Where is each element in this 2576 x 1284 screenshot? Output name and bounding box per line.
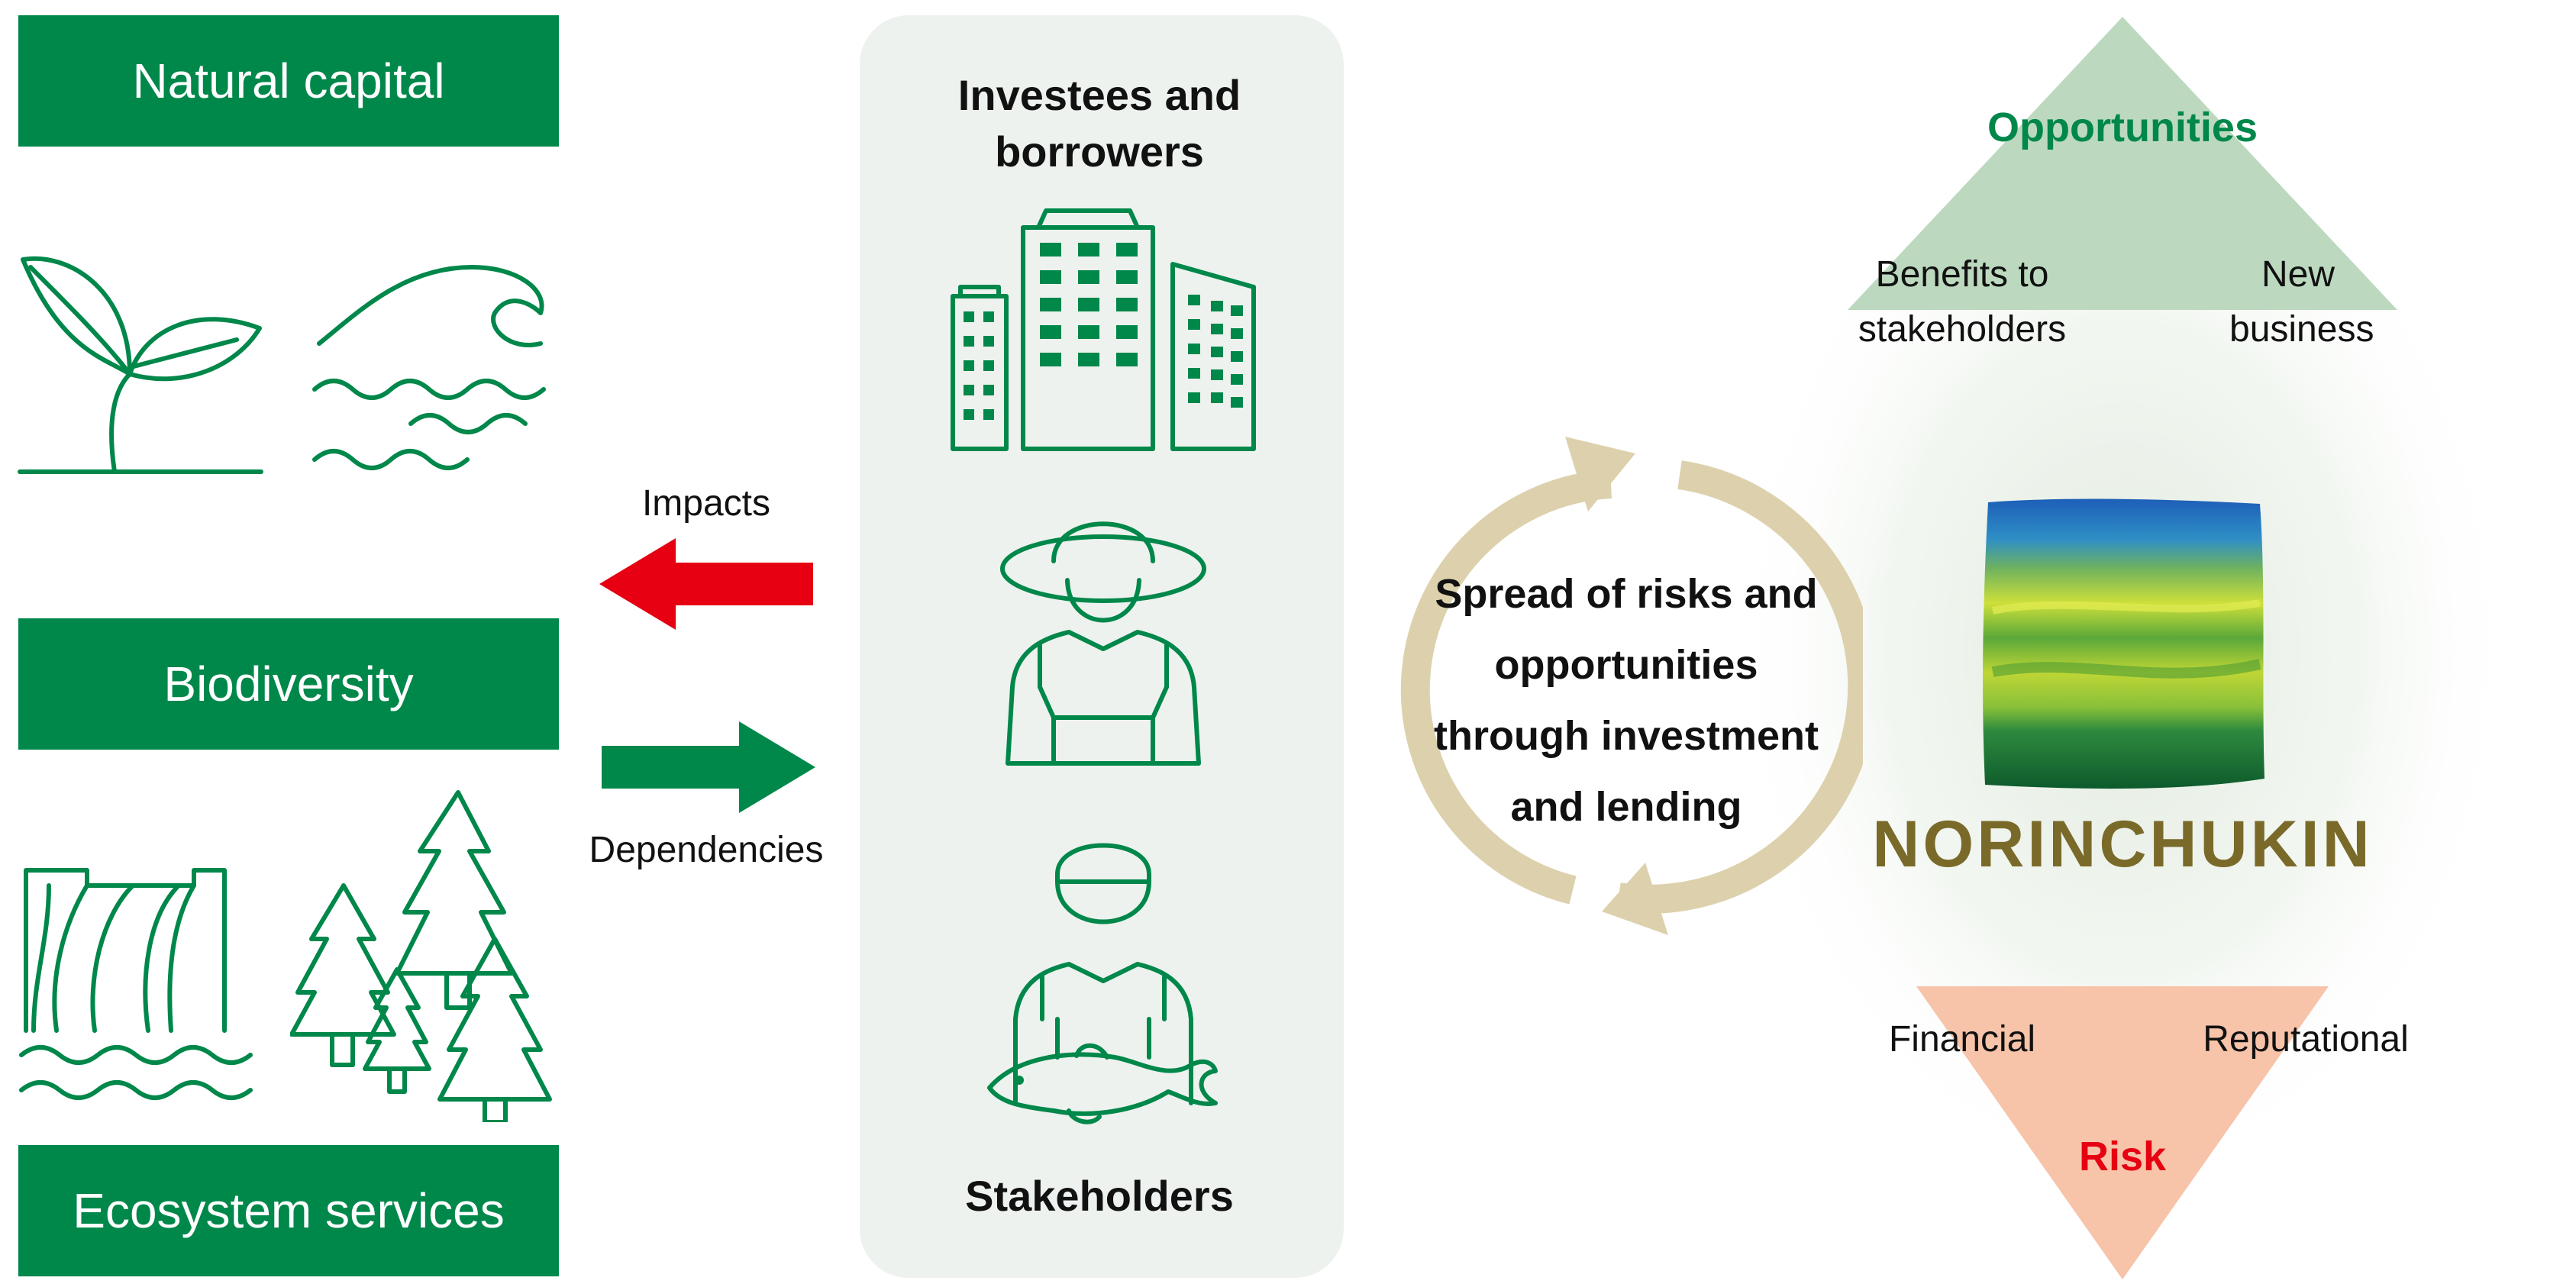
landscape-painting [1983, 498, 2264, 789]
risk-triangle [1916, 986, 2329, 1279]
risk-label: Risk [2078, 1134, 2167, 1179]
reputational-label: Reputational [2203, 1019, 2409, 1060]
stakeholders-label: Stakeholders [965, 1172, 1234, 1220]
opportunities-triangle [1848, 17, 2397, 310]
impacts-arrow [599, 538, 813, 630]
fisherman-icon [987, 843, 1218, 1124]
farmer-icon [1000, 521, 1206, 766]
impacts-label: Impacts [641, 483, 771, 524]
benefits-label: Benefits to stakeholders [1858, 254, 2067, 350]
natural-capital-label: Natural capital [132, 53, 445, 108]
wave-icon [312, 265, 546, 470]
dependencies-label: Dependencies [589, 830, 824, 870]
ecosystem-services-label: Ecosystem services [73, 1183, 505, 1238]
ecosystem-services-box: Ecosystem services [18, 1145, 559, 1276]
opportunities-label: Opportunities [1987, 105, 2258, 150]
investees-label: Investees and borrowers [957, 71, 1241, 176]
natural-capital-box: Natural capital [18, 15, 559, 147]
new-business-label: New business [2229, 254, 2374, 350]
cycle-arrows [1400, 437, 1863, 935]
biodiversity-label: Biodiversity [163, 657, 414, 711]
cycle-text: Spread of risks and opportunities throug… [1433, 571, 1819, 830]
buildings-icon [951, 208, 1256, 451]
sprout-icon [18, 256, 263, 474]
financial-label: Financial [1888, 1019, 2036, 1060]
norinchukin-logo: NORINCHUKIN [1872, 808, 2373, 881]
forest-icon [290, 790, 552, 1122]
dependencies-arrow [602, 721, 815, 813]
waterfall-icon [19, 868, 253, 1100]
biodiversity-box: Biodiversity [18, 618, 559, 750]
